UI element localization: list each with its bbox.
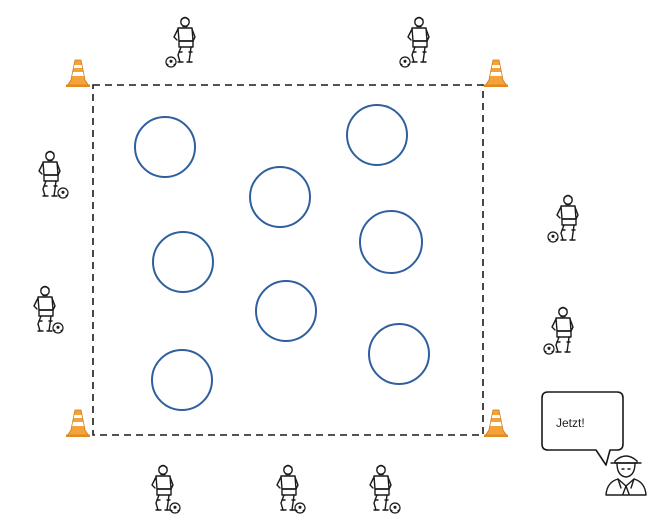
hoop [152,231,214,293]
player-right-lower [543,306,574,355]
field-boundary [92,84,484,436]
hoop [249,166,311,228]
player-top-right [399,16,430,68]
cone-bottom-right [483,409,509,438]
coach-speech-bubble: Jetzt! [541,391,624,466]
player-bottom-middle [276,464,306,514]
player-bottom-left [151,464,181,514]
hoop [151,349,213,411]
hoop [359,210,423,274]
player-left-lower [33,285,64,334]
player-left-upper [38,150,69,199]
cone-top-right [483,59,509,88]
hoop [368,323,430,385]
cone-top-left [65,59,91,88]
hoop [255,280,317,342]
cone-bottom-left [65,409,91,438]
player-top-left [165,16,196,68]
hoop [346,104,408,166]
coach-icon [605,455,647,496]
hoop [134,116,196,178]
player-bottom-right [369,464,401,514]
coach-speech-text: Jetzt! [556,416,585,430]
player-right-upper [547,194,579,243]
